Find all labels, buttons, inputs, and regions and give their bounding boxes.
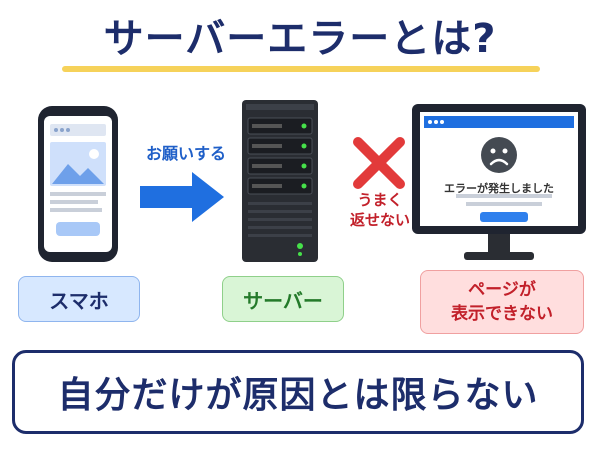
label-smartphone: スマホ (18, 276, 140, 322)
label-page-error-line1: ページが (468, 280, 536, 300)
label-server: サーバー (222, 276, 344, 322)
monitor-error-message: エラーが発生しました (444, 182, 554, 195)
title-underline (62, 66, 540, 72)
sad-face-icon (481, 137, 517, 173)
page-title: サーバーエラーとは? (103, 16, 497, 62)
server-icon (242, 100, 318, 262)
request-label: お願いする (145, 144, 226, 163)
arrow-right-icon (140, 172, 224, 222)
smartphone-icon (38, 106, 118, 262)
fail-label: うまく 返せない (349, 191, 410, 229)
bottom-message: 自分だけが原因とは限らない (12, 350, 584, 434)
cross-icon (353, 137, 405, 189)
label-page-error: ページが 表示できない (420, 270, 584, 334)
label-page-error-line2: 表示できない (451, 304, 553, 324)
